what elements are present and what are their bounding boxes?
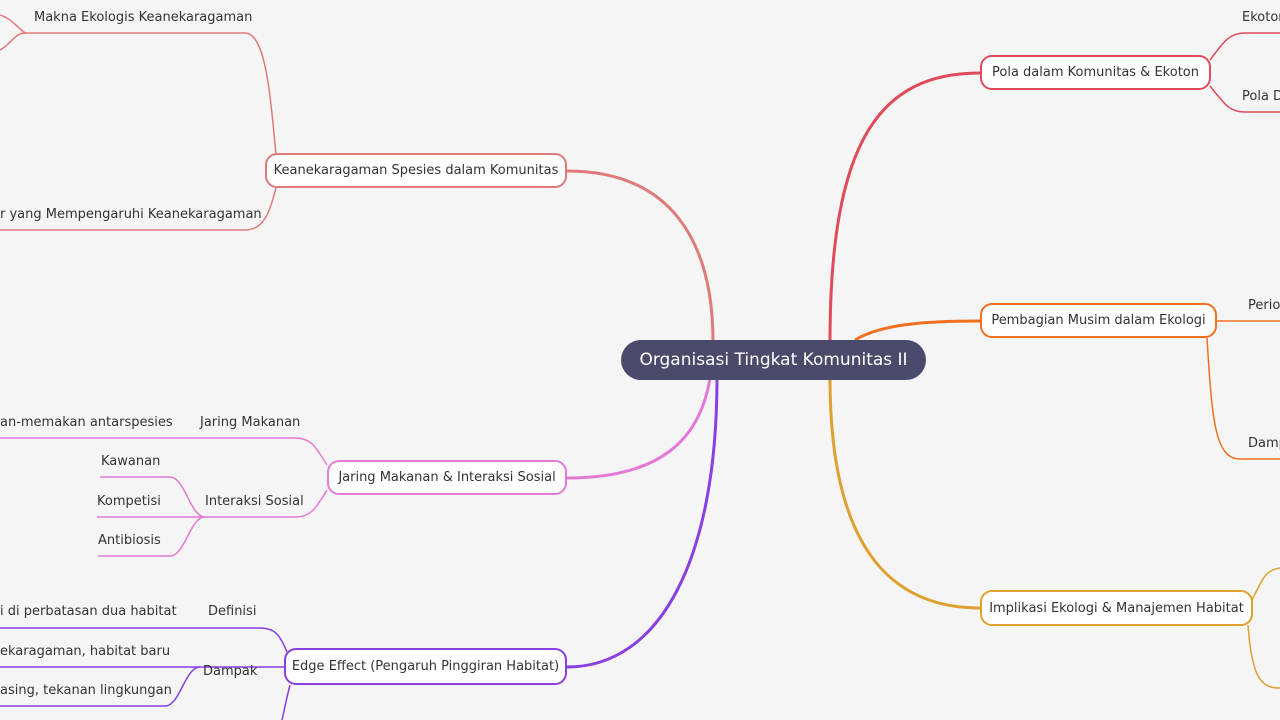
- edge-dampak-2: [0, 666, 201, 707]
- edge-root-keanekaragaman: [566, 169, 715, 343]
- node-musim[interactable]: Pembagian Musim dalam Ekologi: [980, 303, 1217, 338]
- label-dampak-1[interactable]: ekaragaman, habitat baru: [0, 644, 171, 659]
- label-definisi[interactable]: Definisi: [208, 604, 257, 619]
- node-jaring[interactable]: Jaring Makanan & Interaksi Sosial: [327, 460, 567, 495]
- edge-keanekaragaman-faktor: [0, 187, 277, 231]
- edge-edge-definisi: [0, 627, 288, 653]
- label-damp[interactable]: Damp: [1248, 436, 1280, 451]
- edge-keanekaragaman-makna: [0, 32, 277, 156]
- label-kompetisi[interactable]: Kompetisi: [97, 494, 161, 509]
- label-jaring-detail[interactable]: an-memakan antarspesies: [0, 415, 173, 430]
- edge-root-pola: [828, 71, 981, 343]
- label-ekoton[interactable]: Ekoton: [1242, 10, 1280, 25]
- label-makna[interactable]: Makna Ekologis Keanekaragaman: [34, 10, 253, 25]
- edge-interaksi-antibiosis: [98, 516, 206, 557]
- node-edge-label: Edge Effect (Pengaruh Pinggiran Habitat): [291, 659, 560, 674]
- edge-edge-lower: [281, 684, 291, 720]
- edge-pola-polad: [1209, 85, 1280, 113]
- root-node[interactable]: Organisasi Tingkat Komunitas II: [621, 340, 926, 380]
- node-implikasi[interactable]: Implikasi Ekologi & Manajemen Habitat: [980, 590, 1253, 626]
- node-keanekaragaman[interactable]: Keanekaragaman Spesies dalam Komunitas: [265, 153, 567, 188]
- label-dampak-2[interactable]: asing, tekanan lingkungan: [0, 683, 172, 698]
- edge-interaksi-kawanan: [100, 476, 206, 518]
- edge-jaring-interaksi: [205, 489, 328, 518]
- edge-pola-ekoton: [1209, 32, 1280, 61]
- label-dampak[interactable]: Dampak: [203, 664, 258, 679]
- node-implikasi-label: Implikasi Ekologi & Manajemen Habitat: [989, 600, 1244, 616]
- edge-musim-damp: [1206, 337, 1280, 460]
- label-antibiosis[interactable]: Antibiosis: [98, 533, 161, 548]
- edge-jaring-makanan: [0, 437, 328, 466]
- label-jaring-makanan[interactable]: Jaring Makanan: [200, 415, 301, 430]
- edge-implikasi-2: [1247, 624, 1280, 689]
- node-keanekaragaman-label: Keanekaragaman Spesies dalam Komunitas: [273, 163, 559, 178]
- edge-makna-left: [0, 14, 26, 34]
- node-pola-label: Pola dalam Komunitas & Ekoton: [992, 65, 1199, 80]
- label-interaksi-sosial[interactable]: Interaksi Sosial: [205, 494, 304, 509]
- node-jaring-label: Jaring Makanan & Interaksi Sosial: [338, 470, 556, 485]
- edge-root-edge: [566, 377, 719, 669]
- edge-root-jaring: [566, 377, 712, 480]
- label-faktor[interactable]: r yang Mempengaruhi Keanekaragaman: [0, 207, 262, 222]
- label-pola-d[interactable]: Pola D: [1242, 89, 1280, 104]
- node-edge-effect[interactable]: Edge Effect (Pengaruh Pinggiran Habitat): [284, 648, 567, 685]
- label-definisi-detail[interactable]: i di perbatasan dua habitat: [0, 604, 177, 619]
- edge-root-implikasi: [828, 377, 981, 610]
- node-musim-label: Pembagian Musim dalam Ekologi: [991, 313, 1206, 328]
- label-perio[interactable]: Perio: [1248, 298, 1280, 313]
- root-label: Organisasi Tingkat Komunitas II: [639, 350, 908, 370]
- node-pola[interactable]: Pola dalam Komunitas & Ekoton: [980, 55, 1211, 90]
- edge-implikasi-1: [1251, 567, 1280, 601]
- edge-root-musim: [854, 319, 981, 342]
- label-kawanan[interactable]: Kawanan: [101, 454, 161, 469]
